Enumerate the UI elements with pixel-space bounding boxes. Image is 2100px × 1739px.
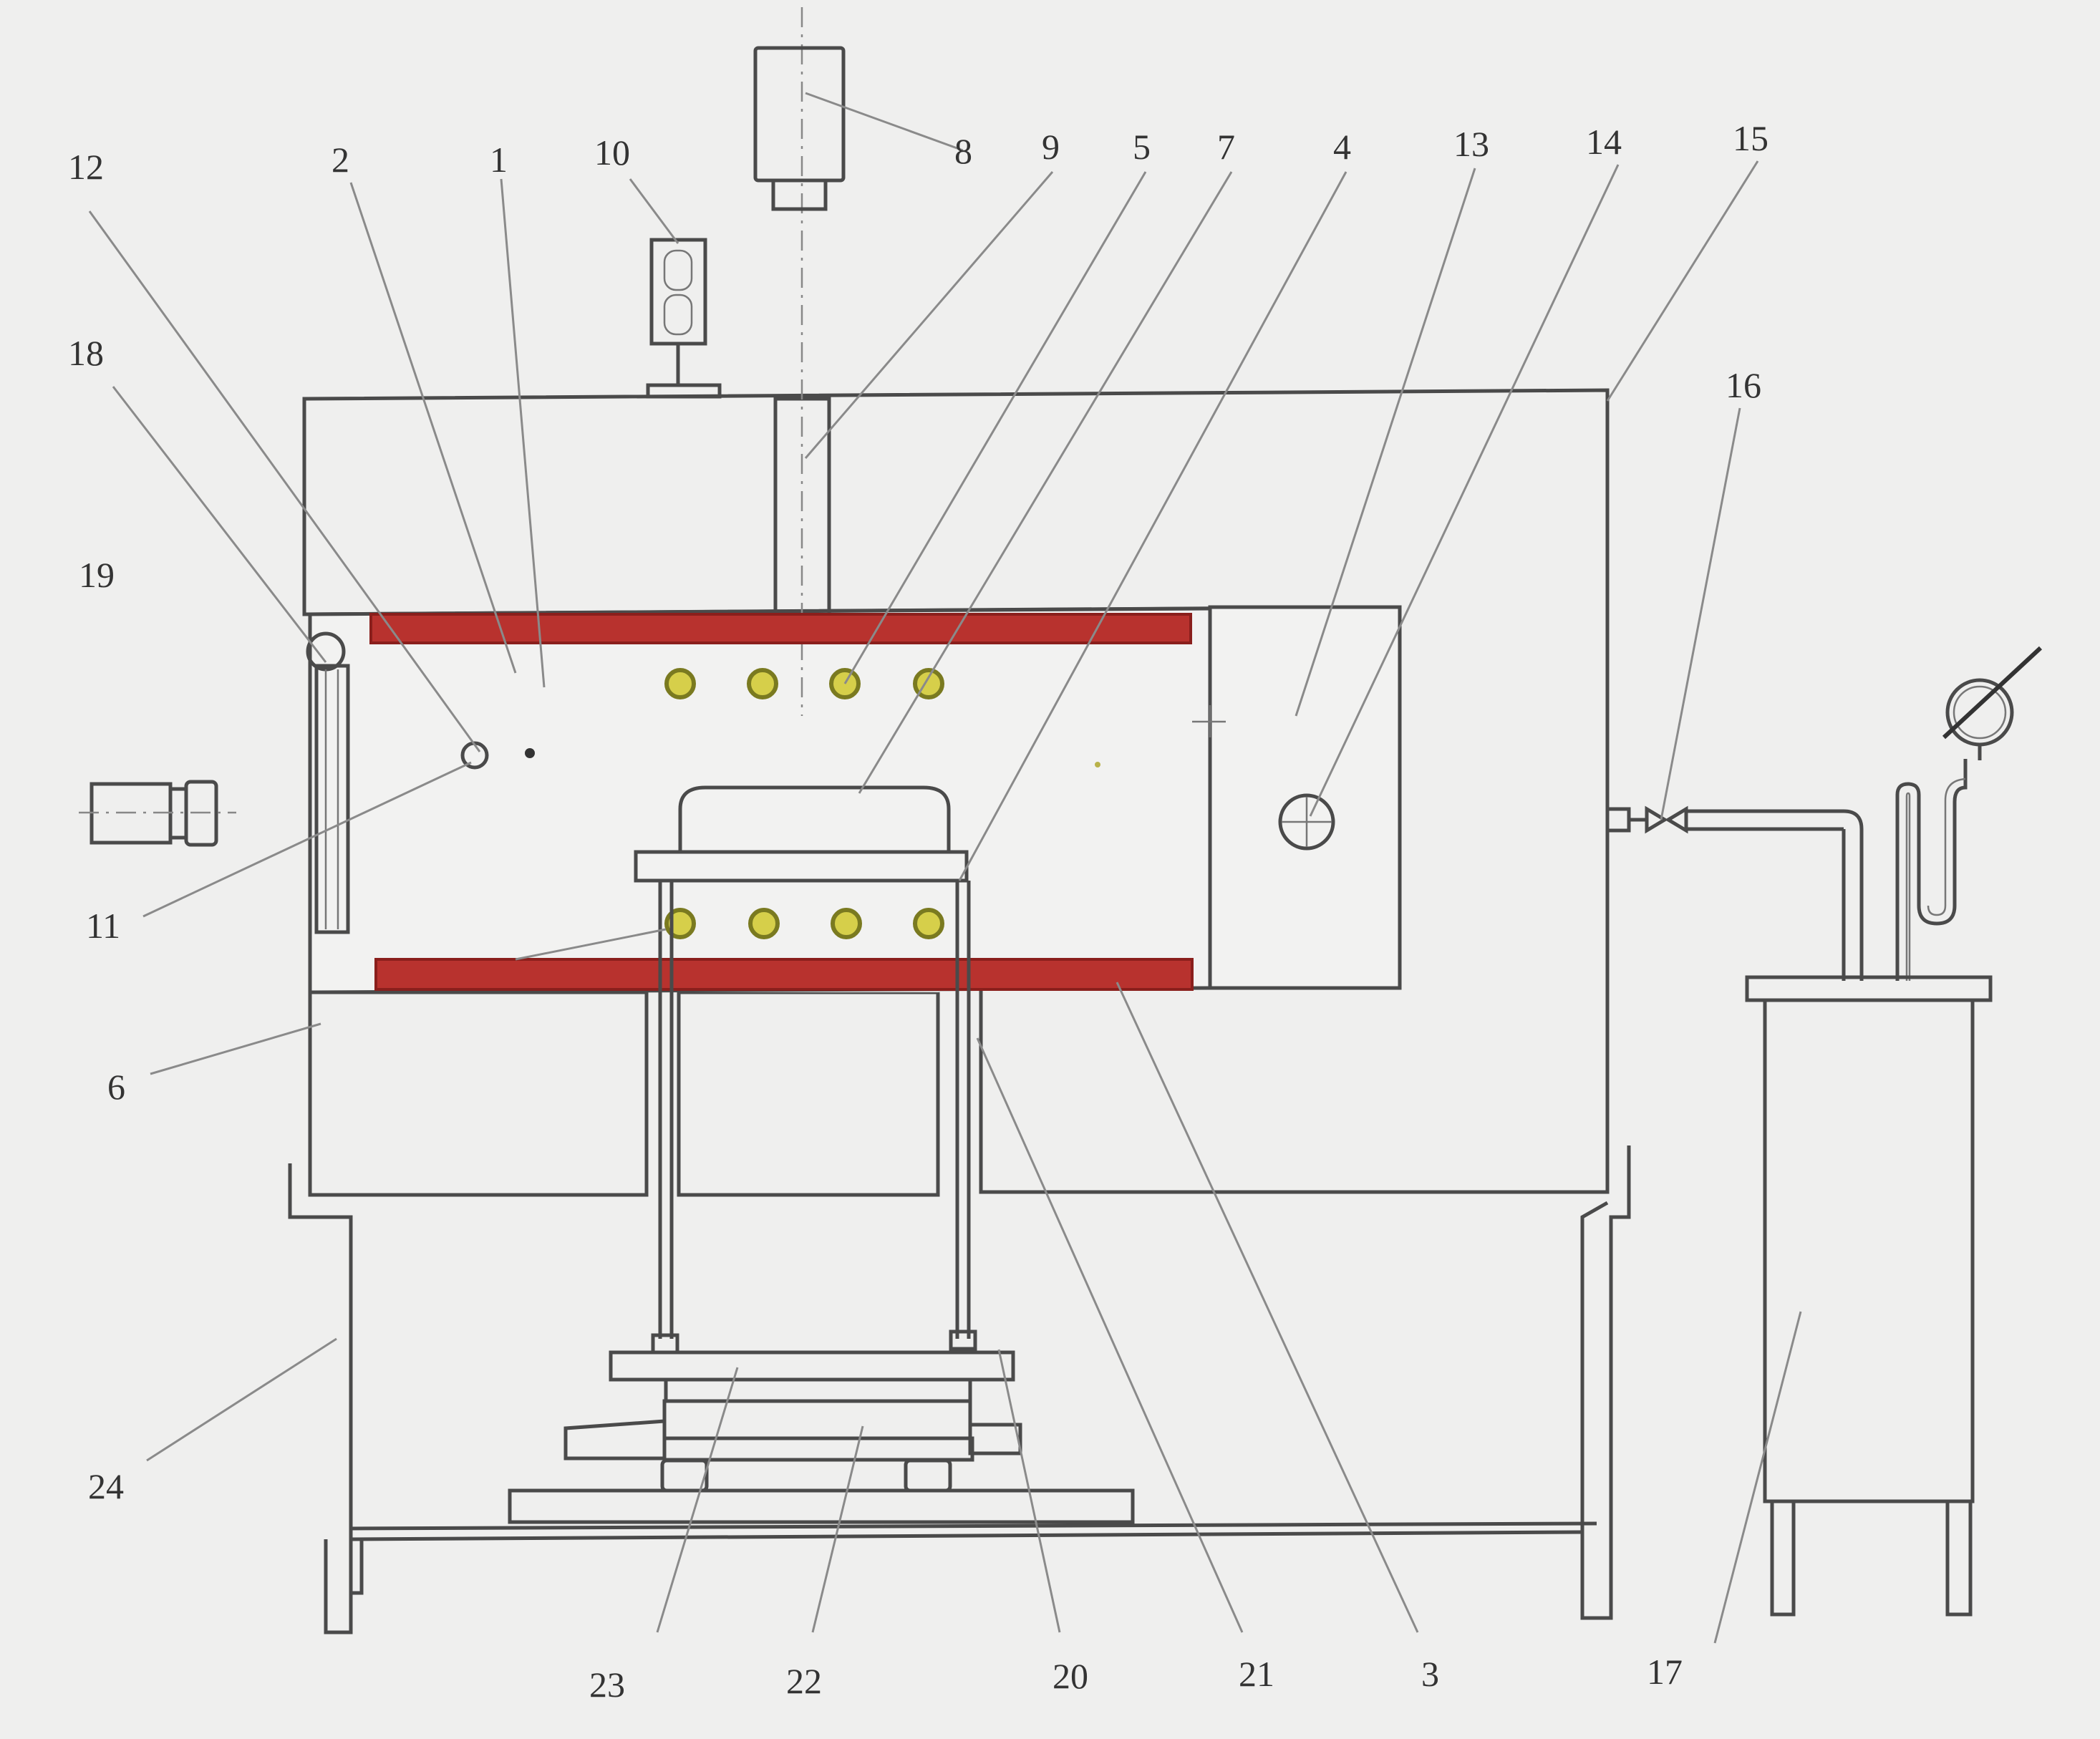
callout-labels: 12 2 1 10 8 9 5 7 4 13 14 15 16 18 19 11… [68,118,1768,1705]
label-23: 23 [589,1665,625,1705]
gas-cabinet [1745,975,1993,1617]
bottom-heater-plate [374,958,1194,991]
heating-element-top-2 [747,668,778,699]
label-22: 22 [786,1661,822,1701]
heating-element-bottom-3 [831,908,862,939]
label-7: 7 [1217,127,1235,167]
balance-foot-left [660,1458,709,1493]
label-5: 5 [1133,127,1151,167]
label-10: 10 [594,132,630,173]
exhaust-chamber [1192,605,1402,990]
label-3: 3 [1421,1654,1439,1694]
label-15: 15 [1733,118,1768,158]
camera-icon [753,46,846,211]
label-14: 14 [1586,122,1622,162]
balance-base [508,1488,1135,1524]
heating-element-top-1 [664,668,696,699]
label-9: 9 [1042,127,1060,167]
label-24: 24 [88,1466,124,1506]
gas-pipe [1607,805,1864,981]
label-20: 20 [1053,1656,1088,1696]
label-4: 4 [1333,127,1351,167]
sample-stage [634,785,977,1355]
probe-point [525,748,535,758]
frame-stand [288,1145,1631,1634]
balance-pan [609,1350,1015,1382]
pressure-gauge [1895,646,2043,981]
temperature-display-icon [646,238,722,399]
device-19-icon [79,780,236,847]
heater-plates [369,613,1194,991]
label-12: 12 [68,147,104,187]
exhaust-port [1278,793,1335,851]
label-17: 17 [1647,1652,1683,1692]
top-heater-plate [369,613,1192,644]
label-6: 6 [107,1067,125,1107]
insulation-bottom-left-block [308,990,649,1197]
balance-body [662,1399,972,1440]
label-18: 18 [68,333,104,373]
label-16: 16 [1726,365,1761,405]
label-21: 21 [1239,1654,1274,1694]
door-hinge [306,631,350,934]
heating-element-bottom-4 [913,908,944,939]
insulation-bottom-middle-block [677,990,940,1197]
heating-element-bottom-2 [748,908,780,939]
gauge-needle [1942,646,2043,740]
label-19: 19 [79,555,115,595]
label-1: 1 [490,140,508,180]
label-13: 13 [1453,124,1489,164]
balance-scale [508,1350,1135,1524]
gauge-dial-icon [1945,678,2014,747]
leader-lines [88,92,1802,1644]
sample [678,785,951,854]
furnace-chamber [310,607,1400,992]
label-11: 11 [86,906,120,946]
balance-foot-right [904,1458,952,1493]
label-2: 2 [332,140,349,180]
label-8: 8 [954,131,972,171]
